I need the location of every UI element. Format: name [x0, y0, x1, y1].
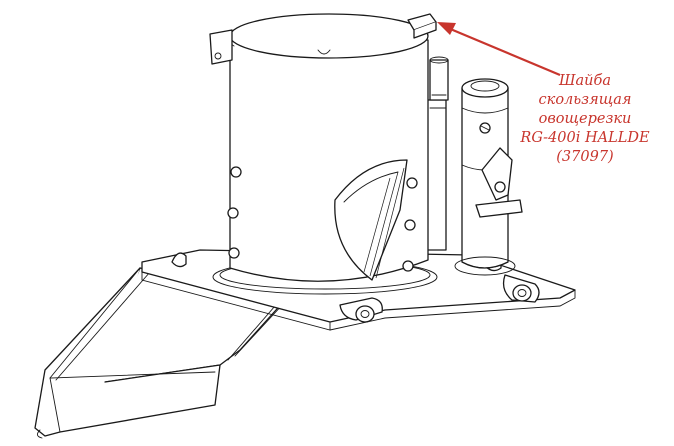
part-callout: Шайба скользящая овощерезки RG-400i HALL… [500, 72, 670, 167]
main-housing [209, 13, 429, 282]
callout-line-2: скользящая [538, 92, 632, 108]
callout-line-5: (37097) [556, 149, 614, 165]
callout-line-4: RG-400i HALLDE [520, 130, 650, 146]
feed-tube-latch [475, 147, 523, 218]
callout-line-3: овощерезки [538, 111, 632, 127]
mount-knob-left [171, 252, 187, 268]
callout-line-1: Шайба [558, 73, 612, 89]
feed-tube [454, 78, 516, 276]
mount-knob-front [339, 297, 383, 323]
connecting-column [423, 56, 449, 251]
cutting-window [334, 159, 408, 281]
sliding-washer [407, 13, 437, 39]
annotation-arrow [437, 22, 561, 77]
